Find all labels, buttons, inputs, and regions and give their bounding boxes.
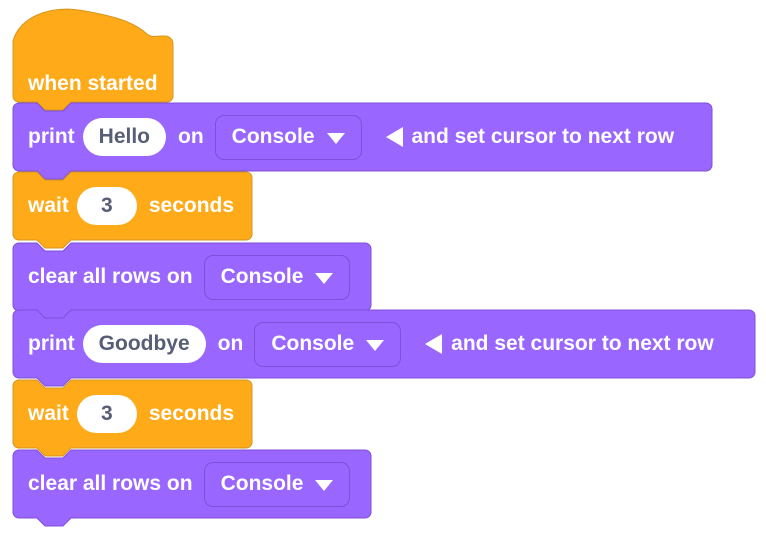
- block-label-wait: wait: [28, 194, 69, 217]
- block-label: clear all rows on: [28, 472, 193, 495]
- block-label-suffix: and set cursor to next row: [451, 332, 714, 355]
- block-label: when started: [28, 72, 158, 95]
- block-print-goodbye[interactable]: print Goodbye on Console and set cursor …: [12, 309, 756, 387]
- dropdown-value: Console: [220, 265, 304, 288]
- number-input[interactable]: 3: [76, 395, 137, 433]
- console-dropdown[interactable]: Console: [203, 254, 351, 300]
- block-label-print: print: [28, 125, 75, 148]
- block-label-seconds: seconds: [148, 194, 235, 217]
- expander-arrow-icon[interactable]: [425, 334, 443, 354]
- console-dropdown[interactable]: Console: [254, 321, 402, 367]
- block-clear-all-rows-first[interactable]: clear all rows on Console: [12, 242, 372, 320]
- block-label-suffix: and set cursor to next row: [411, 125, 675, 148]
- chevron-down-icon: [326, 133, 345, 144]
- dropdown-value: Console: [271, 332, 355, 355]
- dropdown-value: Console: [220, 472, 304, 495]
- chevron-down-icon: [315, 480, 334, 491]
- block-clear-all-rows-second[interactable]: clear all rows on Console: [12, 449, 372, 527]
- block-when-started[interactable]: when started: [12, 8, 174, 111]
- block-wait-seconds-second[interactable]: wait 3 seconds: [12, 379, 253, 457]
- dropdown-value: Console: [231, 125, 315, 148]
- block-label-wait: wait: [28, 402, 69, 425]
- block-shape: [12, 102, 713, 180]
- expander-arrow-icon[interactable]: [385, 127, 403, 147]
- text-input[interactable]: Hello: [82, 118, 166, 156]
- block-label: clear all rows on: [28, 265, 193, 288]
- block-label-seconds: seconds: [148, 402, 235, 425]
- chevron-down-icon: [366, 340, 385, 351]
- block-label-on: on: [217, 332, 244, 355]
- block-label-on: on: [178, 125, 204, 148]
- block-wait-seconds-first[interactable]: wait 3 seconds: [12, 171, 253, 249]
- block-shape: [12, 449, 372, 527]
- block-label-print: print: [28, 332, 75, 355]
- number-input[interactable]: 3: [76, 187, 137, 225]
- chevron-down-icon: [315, 273, 334, 284]
- block-print-hello[interactable]: print Hello on Console and set cursor to…: [12, 102, 713, 180]
- console-dropdown[interactable]: Console: [214, 114, 362, 160]
- text-input[interactable]: Goodbye: [82, 325, 206, 363]
- block-shape: [12, 8, 174, 111]
- console-dropdown[interactable]: Console: [203, 461, 351, 507]
